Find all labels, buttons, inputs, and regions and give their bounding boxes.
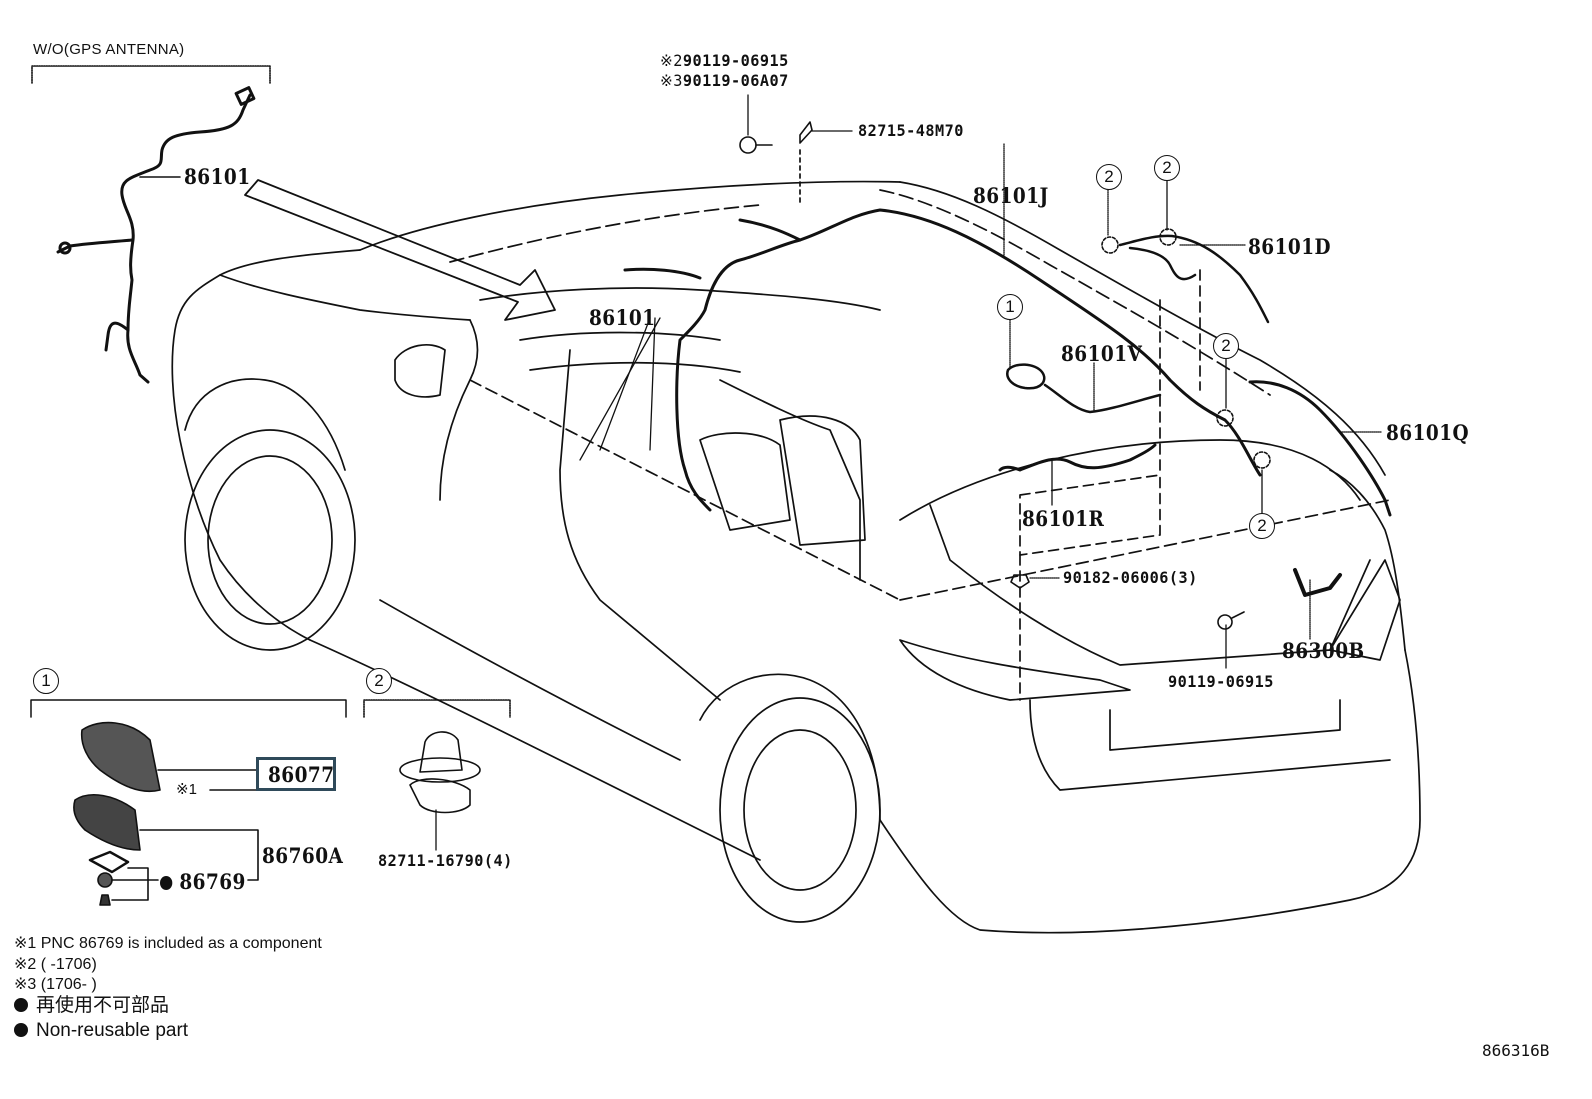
group2-marker: 2 (1096, 164, 1122, 190)
legend-en-text: Non-reusable part (36, 1020, 189, 1041)
footnote-1: ※1 PNC 86769 is included as a component (14, 935, 322, 952)
group1-marker: 1 (997, 294, 1023, 320)
bullet-icon (14, 998, 28, 1012)
leader-lines (435, 94, 1383, 851)
callout-86077[interactable]: 86077 (268, 762, 335, 787)
callout-82711-16790[interactable]: 82711-16790(4) (378, 851, 513, 870)
group1-header-marker: 1 (33, 668, 59, 694)
rear-fasteners-drawing (1010, 568, 1342, 630)
group1-drawing (30, 699, 347, 906)
group2-header-marker: 2 (366, 668, 392, 694)
callout-86101-left[interactable]: 86101 (184, 164, 251, 189)
harness-roof-drawing (623, 208, 1262, 512)
note3-mark: ※3 (660, 71, 683, 90)
callout-86101q[interactable]: 86101Q (1386, 420, 1470, 445)
callout-86101j[interactable]: 86101J (973, 183, 1049, 208)
note3-mark-top: ※390119-06A07 (660, 73, 789, 89)
callout-86760a[interactable]: 86760A (262, 843, 344, 868)
harness-86101q-drawing (1248, 380, 1392, 517)
callout-86101r[interactable]: 86101R (1022, 506, 1105, 531)
callout-90119-06915-top[interactable]: 90119-06915 (682, 51, 789, 70)
note1-mark: ※1 (176, 781, 197, 798)
group2-marker: 2 (1213, 333, 1239, 359)
callout-86101v[interactable]: 86101V (1061, 341, 1143, 366)
figure-id: 866316B (1482, 1041, 1550, 1060)
callout-86769-row: 86769 (160, 871, 246, 892)
non-reusable-bullet-icon (160, 876, 173, 890)
note2-mark: ※2 (660, 51, 683, 70)
variant-bracket (31, 65, 271, 84)
callout-90182-06006[interactable]: 90182-06006(3) (1063, 568, 1198, 587)
legend-non-reusable-en: Non-reusable part (14, 1021, 188, 1041)
footnote-2: ※2 ( -1706) (14, 956, 97, 973)
bolt-90119-drawing (739, 121, 813, 154)
legend-non-reusable-jp: 再使用不可部品 (14, 996, 169, 1016)
harness-86101r-drawing (998, 443, 1157, 472)
harness-86101v-drawing (1006, 363, 1162, 414)
callout-86101-center[interactable]: 86101 (589, 305, 656, 330)
car-body (171, 149, 1421, 934)
bullet-icon (14, 1023, 28, 1037)
callout-82715-48m70[interactable]: 82715-48M70 (858, 121, 964, 140)
callout-86101d[interactable]: 86101D (1248, 234, 1331, 259)
legend-jp-text: 再使用不可部品 (36, 995, 170, 1016)
group2-marker: 2 (1249, 513, 1275, 539)
variant-label: W/O(GPS ANTENNA) (33, 41, 185, 58)
group2-marker: 2 (1154, 155, 1180, 181)
callout-90119-06a07[interactable]: 90119-06A07 (682, 71, 789, 90)
note2-mark-top: ※290119-06915 (660, 53, 789, 69)
harness-86101-left-drawing (56, 86, 256, 384)
highlight-box-86077 (256, 757, 336, 791)
callout-86300b[interactable]: 86300B (1282, 638, 1365, 663)
footnote-3: ※3 (1706- ) (14, 976, 97, 993)
callout-86769[interactable]: 86769 (179, 869, 246, 894)
harness-86101d-drawing (1118, 234, 1270, 324)
callout-90119-06915-rear[interactable]: 90119-06915 (1168, 672, 1274, 691)
clip-locations (1101, 228, 1271, 469)
group2-drawing (363, 699, 511, 814)
location-arrow (244, 179, 556, 321)
